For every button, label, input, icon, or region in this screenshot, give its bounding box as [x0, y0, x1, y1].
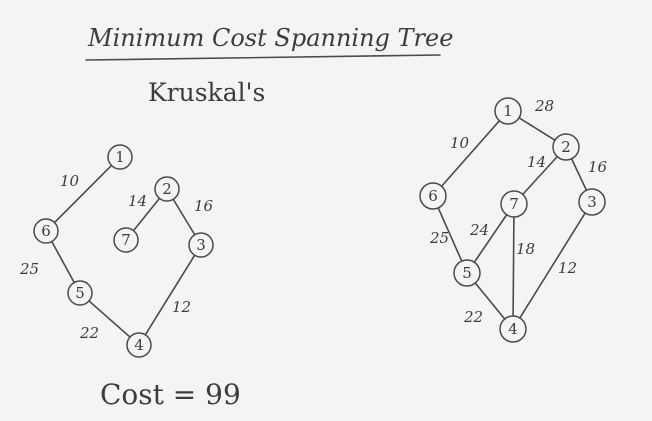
tree-edge-6-5	[50, 240, 76, 284]
tree-node-2	[154, 176, 180, 202]
tree-node-label-6: 6	[41, 222, 51, 240]
graph-edge-weight-2-3: 16	[588, 158, 608, 176]
tree-node-1	[107, 144, 133, 170]
graph-node-1	[494, 97, 522, 125]
graph-edge-2-3	[570, 157, 588, 192]
graph-edge-weight-2-7: 14	[527, 153, 546, 171]
tree-node-7	[113, 227, 139, 253]
tree-edge-weight-6-5: 25	[19, 260, 39, 278]
algorithm-subtitle: Kruskal's	[148, 78, 265, 107]
tree-node-label-4: 4	[134, 336, 144, 354]
graph-node-label-6: 6	[428, 187, 438, 205]
tree-node-label-2: 2	[162, 180, 172, 198]
graph-edge-weight-1-6: 10	[450, 134, 470, 152]
graph-edge-weight-7-5: 24	[469, 221, 489, 239]
tree-node-label-5: 5	[75, 284, 85, 302]
tree-edge-2-3	[172, 198, 196, 236]
graph-edge-7-5	[473, 213, 508, 264]
tree-node-5	[67, 280, 93, 306]
tree-node-4	[126, 332, 152, 358]
graph-edge-6-5	[437, 207, 463, 262]
graph-edge-1-6	[440, 119, 501, 188]
page-title: Minimum Cost Spanning Tree	[87, 24, 453, 52]
graph-edge-2-7	[521, 155, 559, 196]
graph-edge-weight-6-5: 25	[429, 229, 449, 247]
graph-edge-weight-1-2: 28	[534, 97, 554, 115]
tree-edge-3-4	[144, 254, 196, 336]
tree-edge-2-7	[132, 197, 161, 232]
tree-node-label-7: 7	[121, 231, 131, 249]
cost-label: Cost = 99	[100, 378, 241, 411]
tree-node-label-1: 1	[115, 148, 125, 166]
title-underline	[85, 54, 441, 61]
graph-node-label-5: 5	[462, 264, 472, 282]
graph-edge-3-4	[519, 212, 586, 319]
graph-node-5	[453, 259, 481, 287]
tree-edge-weight-5-4: 22	[79, 324, 99, 342]
tree-edge-1-6	[53, 164, 113, 224]
graph-edge-1-2	[518, 117, 556, 141]
graph-node-label-1: 1	[503, 102, 513, 120]
tree-edge-weight-2-7: 14	[128, 192, 147, 210]
graph-edge-5-4	[474, 282, 506, 320]
graph-edge-7-4	[512, 216, 515, 317]
tree-edge-5-4	[88, 300, 131, 338]
graph-edge-weight-5-4: 22	[463, 308, 483, 326]
graph-node-label-2: 2	[561, 138, 571, 156]
tree-node-6	[33, 218, 59, 244]
tree-edge-weight-1-6: 10	[60, 172, 80, 190]
graph-edge-weight-7-4: 18	[516, 240, 535, 258]
graph-node-2	[552, 133, 580, 161]
tree-node-label-3: 3	[196, 236, 206, 254]
tree-edge-weight-3-4: 12	[172, 298, 191, 316]
tree-edge-weight-2-3: 16	[194, 197, 214, 215]
graph-node-label-7: 7	[509, 195, 519, 213]
graph-node-4	[499, 315, 527, 343]
graph-edge-weight-3-4: 12	[558, 259, 577, 277]
graph-node-label-4: 4	[508, 320, 518, 338]
graph-node-3	[578, 188, 606, 216]
graph-node-7	[500, 190, 528, 218]
graph-node-label-3: 3	[587, 193, 597, 211]
graph-node-6	[419, 182, 447, 210]
tree-node-3	[188, 232, 214, 258]
